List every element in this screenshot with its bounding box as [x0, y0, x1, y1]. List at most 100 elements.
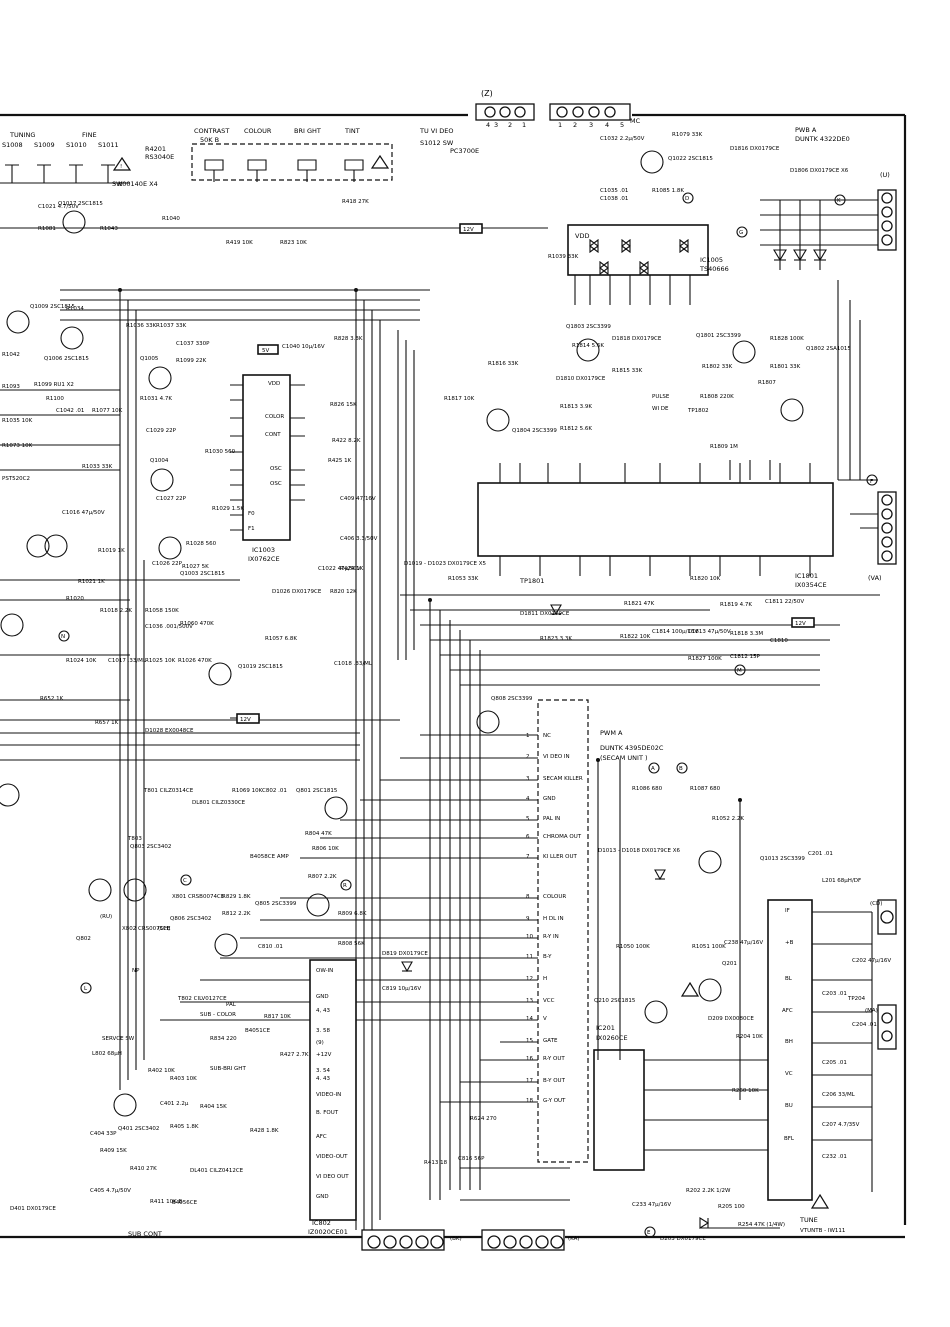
svg-text:R1079 33K: R1079 33K — [672, 132, 703, 138]
svg-text:R812 2.2K: R812 2.2K — [222, 911, 251, 917]
svg-text:L: L — [84, 986, 88, 992]
svg-text:R1814 5.6K: R1814 5.6K — [572, 343, 604, 349]
svg-text:T802 CILV0127CE: T802 CILV0127CE — [177, 996, 227, 1002]
svg-text:K: K — [837, 198, 841, 204]
svg-text:C1810: C1810 — [770, 638, 788, 644]
svg-text:(VA): (VA) — [868, 574, 882, 582]
connector-u-right: (U) — [877, 171, 897, 251]
svg-text:+12V: +12V — [316, 1052, 332, 1058]
svg-text:R1807: R1807 — [758, 380, 776, 386]
svg-text:AFC: AFC — [316, 1134, 327, 1140]
svg-text:SW: SW — [112, 180, 123, 188]
svg-text:D1028 EX0048CE: D1028 EX0048CE — [145, 728, 194, 734]
svg-text:R1815 33K: R1815 33K — [612, 368, 643, 374]
svg-text:R1053 33K: R1053 33K — [448, 576, 479, 582]
svg-text:AFC: AFC — [782, 1008, 793, 1014]
misc-symbols — [118, 154, 742, 1229]
svg-text:R1823 3.3K: R1823 3.3K — [540, 636, 572, 642]
svg-text:4: 4 — [486, 121, 490, 129]
svg-text:CHROMA OUT: CHROMA OUT — [543, 834, 582, 840]
svg-text:R1035 10K: R1035 10K — [2, 418, 33, 424]
tuning-label: TUNING — [9, 131, 35, 139]
svg-text:PAL: PAL — [226, 1002, 237, 1008]
svg-text:Q1804 2SC3399: Q1804 2SC3399 — [512, 428, 557, 434]
svg-text:PULSE: PULSE — [652, 394, 670, 400]
svg-text:C206 33/ML: C206 33/ML — [822, 1092, 856, 1098]
svg-text:RS3040E: RS3040E — [145, 153, 174, 161]
svg-text:C1036 .001/500V: C1036 .001/500V — [145, 624, 193, 630]
svg-text:R1031 4.7K: R1031 4.7K — [140, 396, 172, 402]
svg-text:R424 1K: R424 1K — [340, 566, 364, 572]
mc-label: MC — [630, 117, 641, 125]
connector-ma: (MA) — [865, 1004, 897, 1050]
svg-text:S1009: S1009 — [34, 141, 55, 149]
svg-text:Q1004: Q1004 — [150, 458, 169, 464]
svg-text:C233 47µ/16V: C233 47µ/16V — [632, 1202, 671, 1208]
svg-text:Q806 2SC3402: Q806 2SC3402 — [170, 916, 211, 922]
svg-text:R403 10K: R403 10K — [170, 1076, 197, 1082]
svg-text:D819 DX0179CE: D819 DX0179CE — [382, 951, 428, 957]
svg-text:R804 47K: R804 47K — [305, 831, 332, 837]
svg-text:DL401 CILZ0412CE: DL401 CILZ0412CE — [190, 1168, 244, 1174]
svg-text:Q1009 2SC1815: Q1009 2SC1815 — [30, 304, 75, 310]
svg-text:R409 15K: R409 15K — [100, 1148, 127, 1154]
svg-text:BH: BH — [785, 1039, 793, 1045]
svg-text:R1058 150K: R1058 150K — [145, 608, 179, 614]
svg-text:C1022 47µ/50V: C1022 47µ/50V — [318, 566, 361, 572]
svg-text:C1040 10µ/16V: C1040 10µ/16V — [282, 344, 325, 350]
svg-text:S1010: S1010 — [66, 141, 87, 149]
svg-text:R1819 4.7K: R1819 4.7K — [720, 602, 752, 608]
svg-text:F0: F0 — [248, 511, 255, 517]
svg-text:2: 2 — [508, 121, 512, 129]
svg-text:X801 CRSB0074CE: X801 CRSB0074CE — [172, 894, 225, 900]
svg-text:R1077 10K: R1077 10K — [92, 408, 123, 414]
svg-text:D1013 - D1018 DX0179CE X6: D1013 - D1018 DX0179CE X6 — [598, 848, 681, 854]
svg-text:C1026 22P: C1026 22P — [152, 561, 183, 567]
svg-text:K00140E X4: K00140E X4 — [118, 180, 158, 188]
svg-text:Q1019 2SC1815: Q1019 2SC1815 — [238, 664, 283, 670]
svg-text:D1816 DX0179CE: D1816 DX0179CE — [730, 146, 780, 152]
svg-text:Q1006 2SC1815: Q1006 2SC1815 — [44, 356, 89, 362]
svg-text:3. 58: 3. 58 — [316, 1028, 330, 1034]
svg-text:7: 7 — [526, 854, 530, 860]
svg-text:R1801 33K: R1801 33K — [770, 364, 801, 370]
svg-text:C1018 .33/ML: C1018 .33/ML — [334, 661, 373, 667]
svg-text:R820 12K: R820 12K — [330, 589, 357, 595]
svg-text:R826 15K: R826 15K — [330, 402, 357, 408]
svg-text:10: 10 — [526, 934, 533, 940]
svg-text:PST520C2: PST520C2 — [2, 476, 30, 482]
svg-text:CONT: CONT — [265, 432, 281, 438]
svg-text:9: 9 — [526, 916, 530, 922]
svg-text:OSC: OSC — [270, 466, 282, 472]
svg-text:PAL IN: PAL IN — [543, 816, 560, 822]
svg-text:B4058CE AMP: B4058CE AMP — [250, 854, 289, 860]
svg-text:4. 43: 4. 43 — [316, 1076, 330, 1082]
svg-text:C204 .01: C204 .01 — [852, 1022, 877, 1028]
svg-text:8: 8 — [526, 894, 530, 900]
svg-text:Q1005: Q1005 — [140, 356, 159, 362]
svg-text:14: 14 — [526, 1016, 533, 1022]
svg-text:R1050 100K: R1050 100K — [616, 944, 650, 950]
svg-text:N: N — [61, 634, 65, 640]
svg-text:R402 10K: R402 10K — [148, 1068, 175, 1074]
svg-text:C201 .01: C201 .01 — [808, 851, 833, 857]
svg-text:R1021 1K: R1021 1K — [78, 579, 105, 585]
svg-text:C: C — [183, 878, 187, 884]
svg-text:R1809 1M: R1809 1M — [710, 444, 738, 450]
svg-text:15: 15 — [526, 1038, 533, 1044]
svg-text:KI LLER OUT: KI LLER OUT — [543, 854, 578, 860]
svg-text:R1037 33K: R1037 33K — [156, 323, 187, 329]
svg-text:2: 2 — [573, 121, 577, 129]
svg-text:C203 .01: C203 .01 — [822, 991, 847, 997]
svg-text:R828 3.3K: R828 3.3K — [334, 336, 363, 342]
svg-text:S1012 SW: S1012 SW — [420, 139, 454, 147]
svg-text:R411 10K B: R411 10K B — [150, 1199, 182, 1205]
svg-text:R-Y IN: R-Y IN — [543, 934, 559, 940]
svg-text:R1817 10K: R1817 10K — [444, 396, 475, 402]
svg-text:GATE: GATE — [543, 1038, 558, 1044]
svg-text:R1042: R1042 — [2, 352, 20, 358]
svg-text:G-Y OUT: G-Y OUT — [543, 1098, 566, 1104]
svg-text:V: V — [543, 1016, 547, 1022]
svg-text:L201 68µH/DF: L201 68µH/DF — [822, 878, 861, 884]
